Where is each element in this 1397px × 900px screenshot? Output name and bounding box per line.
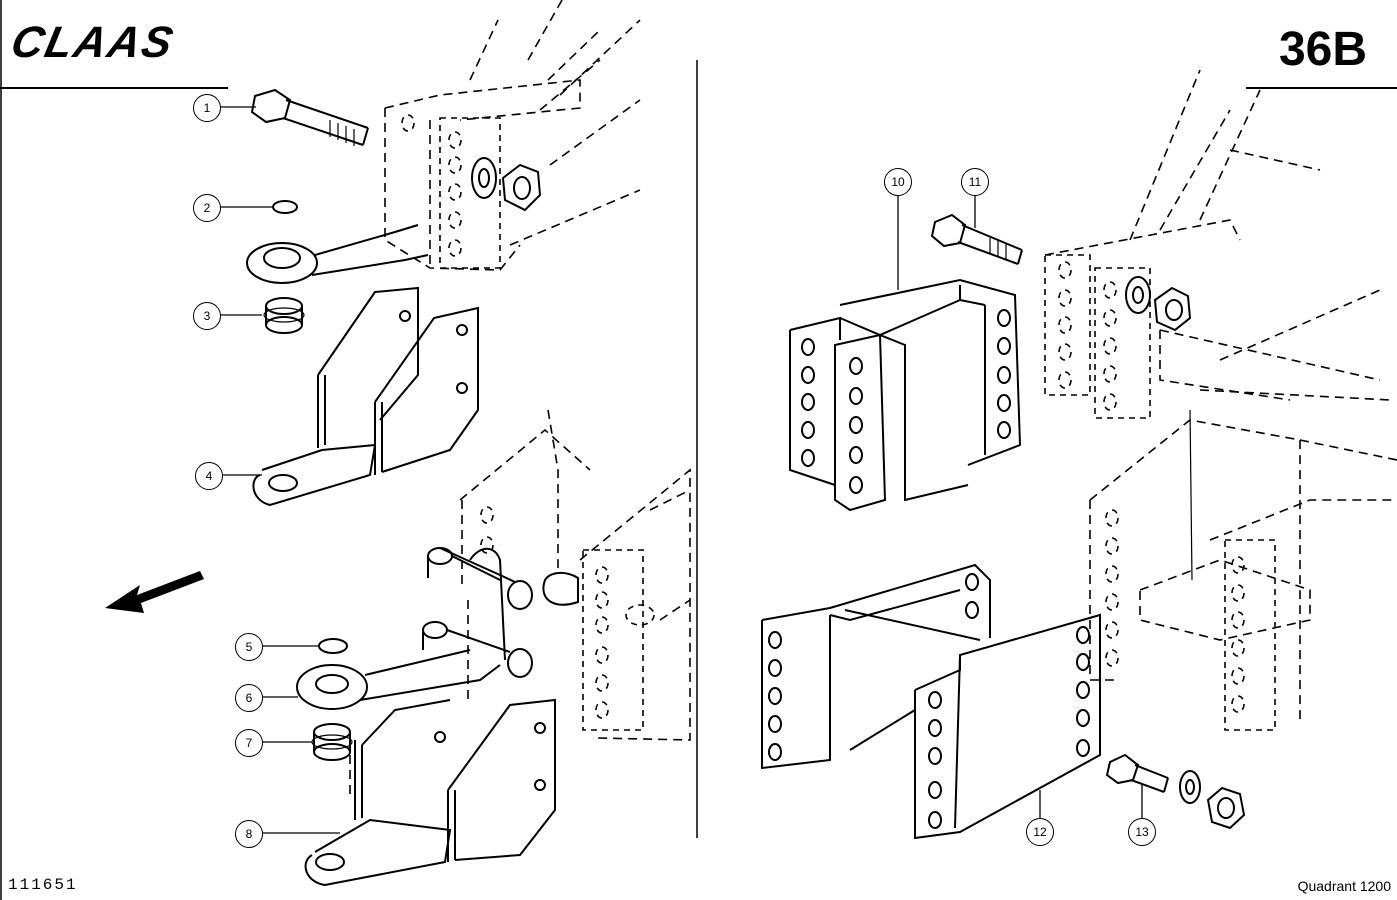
bracket-10: [790, 280, 1020, 510]
callout-8: 8: [235, 820, 263, 848]
link-arm-upper: [247, 225, 428, 283]
callout-13: 13: [1128, 818, 1156, 846]
side-plates-right: [1045, 255, 1275, 730]
frame-upper-left: [385, 0, 640, 270]
bracket-12: [762, 565, 1100, 838]
callout-6: 6: [235, 684, 263, 712]
ring-5: [319, 639, 347, 653]
ring-2: [273, 201, 297, 213]
callout-10: 10: [884, 168, 912, 196]
washer-nut-right: [1126, 277, 1190, 330]
callout-12: 12: [1026, 818, 1054, 846]
document-number: 111651: [8, 876, 78, 894]
callout-5: 5: [235, 633, 263, 661]
bushing-7: [312, 724, 352, 760]
bracket-4: [253, 288, 478, 505]
bolt-11: [932, 215, 1022, 264]
bracket-8: [306, 700, 555, 885]
model-name: Quadrant 1200: [1297, 878, 1391, 894]
axis-line: [1190, 410, 1192, 580]
pin-arm-6: [297, 548, 532, 709]
page-number: 36B: [1278, 23, 1367, 76]
side-plate-lower: [481, 507, 654, 730]
side-plate-upper: [402, 115, 500, 268]
callout-7: 7: [235, 729, 263, 757]
direction-arrow: [105, 571, 204, 613]
bushing-3: [264, 298, 304, 333]
callout-1: 1: [193, 94, 221, 122]
leader-lines: [220, 107, 1142, 833]
hook-lower: [543, 573, 578, 605]
frame-upper-right: [1045, 70, 1397, 720]
callout-11: 11: [961, 168, 989, 196]
bolt-1: [252, 90, 368, 146]
callout-3: 3: [193, 302, 221, 330]
callout-2: 2: [193, 194, 221, 222]
washer-nut-upper: [472, 158, 540, 210]
bolt-13: [1107, 755, 1244, 828]
brand-logo: CLAAS: [6, 18, 179, 67]
callout-4: 4: [195, 462, 223, 490]
